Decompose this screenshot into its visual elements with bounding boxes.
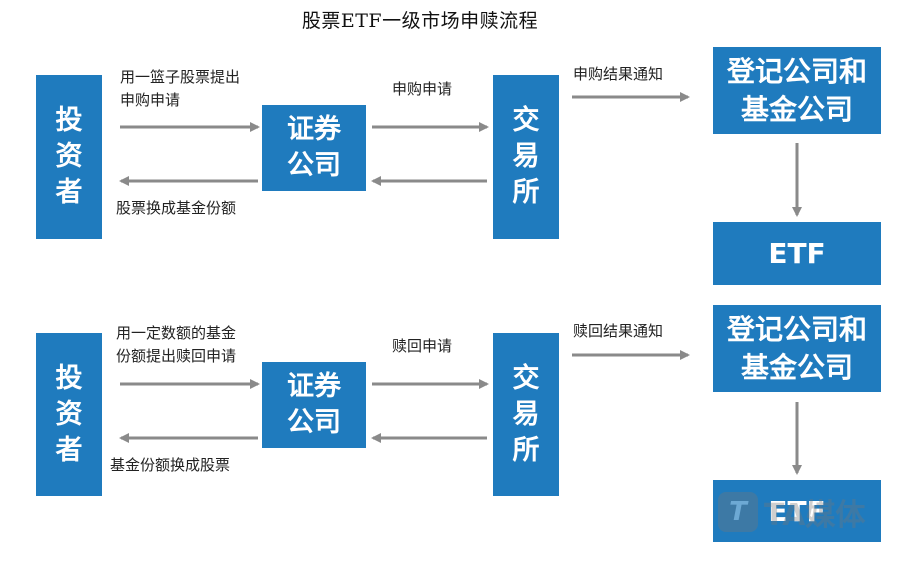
bottom-exchange-box: 交 易 所 [493, 333, 559, 496]
bottom-label-exchange-to-registrar: 赎回结果通知 [573, 322, 664, 340]
watermark-text: TA媒体 [764, 498, 866, 533]
bottom-label-broker-to-investor: 基金份额换成股票 [110, 456, 231, 474]
bottom-label-broker-to-exchange: 赎回申请 [392, 337, 453, 355]
top-label-investor-to-broker: 用一篮子股票提出 申购申请 [120, 68, 241, 109]
top-exchange-box: 交 易 所 [493, 75, 559, 239]
watermark-logo: T TA媒体 [718, 490, 865, 534]
top-label-broker-to-exchange: 申购申请 [392, 80, 453, 98]
top-investor-box: 投 资 者 [36, 75, 102, 239]
bottom-broker-box: 证券 公司 [262, 362, 366, 448]
diagram-title: 股票ETF一级市场申赎流程 [301, 10, 539, 32]
top-broker-box: 证券 公司 [262, 105, 366, 191]
bottom-registrar-box: 登记公司和 基金公司 [713, 305, 881, 392]
top-registrar-box: 登记公司和 基金公司 [713, 47, 881, 134]
bottom-label-investor-to-broker: 用一定数额的基金 份额提出赎回申请 [116, 324, 237, 365]
bottom-investor-box: 投 资 者 [36, 333, 102, 496]
top-label-exchange-to-registrar: 申购结果通知 [573, 65, 664, 83]
bottom-etf-box: ETF [713, 480, 881, 542]
top-etf-box: ETF [713, 222, 881, 285]
top-label-broker-to-investor: 股票换成基金份额 [116, 199, 237, 217]
watermark-badge-icon: T [718, 492, 758, 532]
